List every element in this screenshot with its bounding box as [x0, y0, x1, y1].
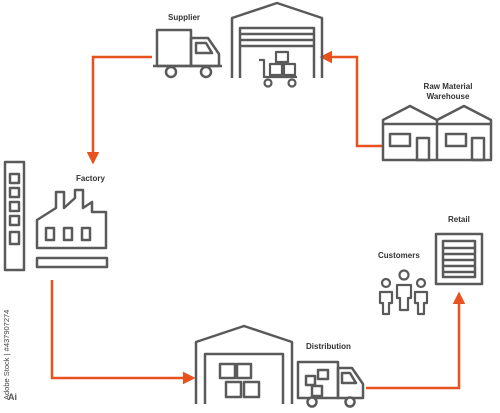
warehouse-icon [230, 1, 324, 78]
building-icon [3, 160, 26, 272]
people-icon [378, 269, 429, 316]
label-supplier: Supplier [168, 13, 201, 22]
arrow-warehouse-to-supplier [319, 50, 382, 148]
label-retail: Retail [448, 215, 470, 224]
label-customers: Customers [378, 251, 420, 260]
distribution-warehouse-icon [194, 324, 294, 404]
label-raw-material-warehouse-line2: Warehouse [426, 92, 470, 101]
label-raw-material-warehouse-line1: Raw Material [423, 82, 473, 91]
cart-icon [259, 50, 297, 88]
delivery-truck-icon [296, 360, 365, 408]
label-factory: Factory [76, 174, 105, 183]
arrow-distribution-to-retail [366, 291, 466, 390]
flow-arrows [50, 50, 466, 390]
factory-icon [35, 188, 109, 269]
stock-id-watermark: Adobe Stock | #437907274 [2, 309, 11, 400]
truck-icon [153, 28, 222, 79]
label-distribution: Distribution [306, 342, 351, 351]
label-raw-material-warehouse: Raw Material Warehouse [408, 82, 488, 102]
arrow-supplier-to-factory [86, 55, 152, 165]
store-icon [434, 232, 484, 286]
adobe-logo: Ai [8, 392, 17, 402]
arrow-factory-to-distribution [50, 280, 196, 385]
warehouse-building-icon [381, 104, 493, 162]
